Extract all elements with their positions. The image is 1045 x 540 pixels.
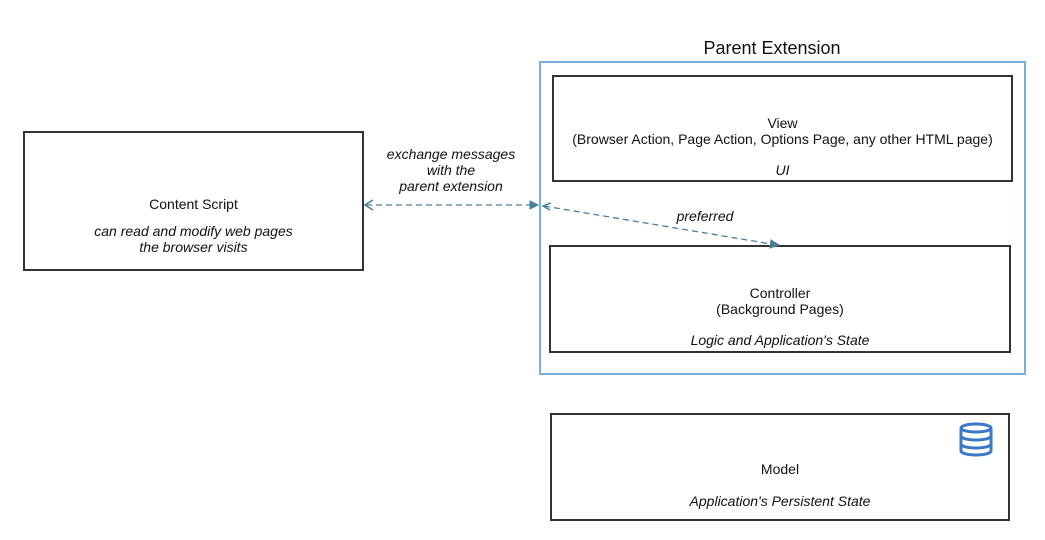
messages-edge-label-line2: with the <box>426 162 476 178</box>
preferred-edge-arrow-start <box>541 202 552 211</box>
view-title: View <box>767 115 798 131</box>
messages-edge-arrow-right <box>529 200 540 210</box>
view-subtitle: (Browser Action, Page Action, Options Pa… <box>572 131 993 147</box>
model-desc: Application's Persistent State <box>689 493 871 509</box>
messages-edge-label-line3: parent extension <box>399 178 503 194</box>
content-script-title: Content Script <box>149 196 238 212</box>
content-script-node[interactable]: Content Script can read and modify web p… <box>23 131 364 271</box>
view-desc: UI <box>775 162 790 178</box>
content-script-desc-line2: the browser visits <box>139 239 248 255</box>
messages-edge-arrow-left <box>363 199 374 211</box>
messages-edge-label-line1: exchange messages <box>386 146 516 162</box>
model-node[interactable]: Model Application's Persistent State <box>550 413 1010 521</box>
controller-title: Controller <box>749 285 811 301</box>
view-node[interactable]: View (Browser Action, Page Action, Optio… <box>552 75 1013 182</box>
parent-extension-group <box>539 61 1026 375</box>
controller-subtitle: (Background Pages) <box>716 301 844 317</box>
preferred-edge-label: preferred <box>676 208 734 224</box>
preferred-edge <box>543 205 778 246</box>
database-icon <box>959 422 993 457</box>
preferred-edge-arrow-end <box>769 239 781 249</box>
controller-desc: Logic and Application's State <box>690 332 870 348</box>
controller-node[interactable]: Controller (Background Pages) Logic and … <box>549 245 1011 353</box>
model-title: Model <box>760 461 800 477</box>
content-script-desc-line1: can read and modify web pages <box>94 223 293 239</box>
parent-extension-title: Parent Extension <box>703 38 841 58</box>
